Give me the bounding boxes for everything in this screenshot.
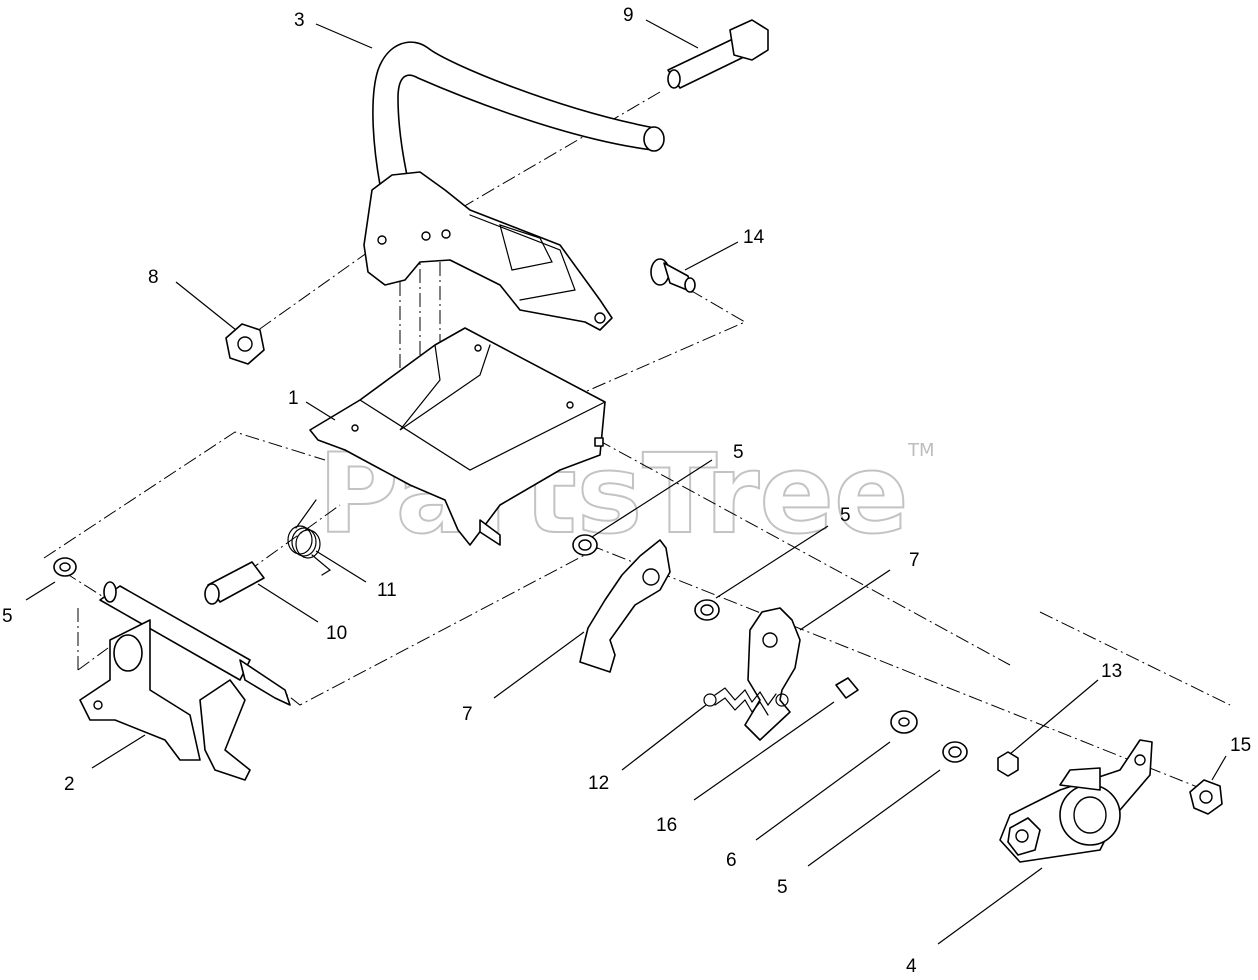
part-13-nut bbox=[997, 751, 1019, 777]
callout-13: 13 bbox=[1101, 661, 1122, 682]
callout-10: 10 bbox=[326, 623, 347, 644]
leader-lines bbox=[25, 19, 1227, 945]
callout-14: 14 bbox=[743, 227, 765, 248]
watermark-trademark: TM bbox=[907, 440, 935, 461]
part-7-arm-b bbox=[744, 607, 801, 741]
part-6-washer bbox=[890, 710, 918, 734]
part-8-nut bbox=[225, 323, 265, 365]
callout-9: 9 bbox=[623, 5, 634, 26]
part-7-arm-a bbox=[579, 539, 671, 673]
part-3-handle bbox=[363, 41, 665, 331]
part-16-clip bbox=[835, 677, 859, 699]
callout-2: 2 bbox=[64, 774, 75, 795]
callout-1: 1 bbox=[288, 388, 299, 409]
callout-11: 11 bbox=[377, 580, 397, 601]
callout-6: 6 bbox=[726, 850, 737, 871]
callout-3: 3 bbox=[294, 10, 305, 31]
part-4-bearing-plate bbox=[999, 739, 1153, 863]
part-11-spring bbox=[287, 499, 332, 576]
callout-5-middle: 5 bbox=[840, 505, 851, 526]
part-5-bushing-d bbox=[942, 741, 968, 763]
callout-7-right: 7 bbox=[909, 550, 920, 571]
callout-16: 16 bbox=[656, 815, 677, 836]
callout-7-left: 7 bbox=[462, 704, 473, 725]
callout-8: 8 bbox=[148, 267, 159, 288]
callout-5-left: 5 bbox=[2, 606, 13, 627]
part-12-spring bbox=[703, 687, 789, 716]
part-2-shaft-bracket bbox=[79, 581, 291, 781]
callout-5-bottom: 5 bbox=[777, 877, 788, 898]
callout-labels: 3 9 14 8 1 5 5 7 5 11 10 13 7 15 12 2 16… bbox=[2, 5, 1251, 977]
part-10-bushing bbox=[204, 561, 265, 605]
part-5-bushing-a bbox=[572, 534, 598, 556]
callout-4: 4 bbox=[906, 956, 917, 977]
callout-5-top: 5 bbox=[733, 442, 744, 463]
part-9-bolt bbox=[667, 19, 769, 89]
part-1-bracket bbox=[309, 327, 606, 546]
part-5-bushing-b bbox=[53, 557, 77, 577]
callout-12: 12 bbox=[588, 773, 609, 794]
part-5-bushing-c bbox=[694, 599, 720, 621]
part-14-bolt bbox=[650, 258, 696, 293]
callout-15: 15 bbox=[1230, 735, 1251, 756]
part-15-nut bbox=[1189, 779, 1223, 815]
